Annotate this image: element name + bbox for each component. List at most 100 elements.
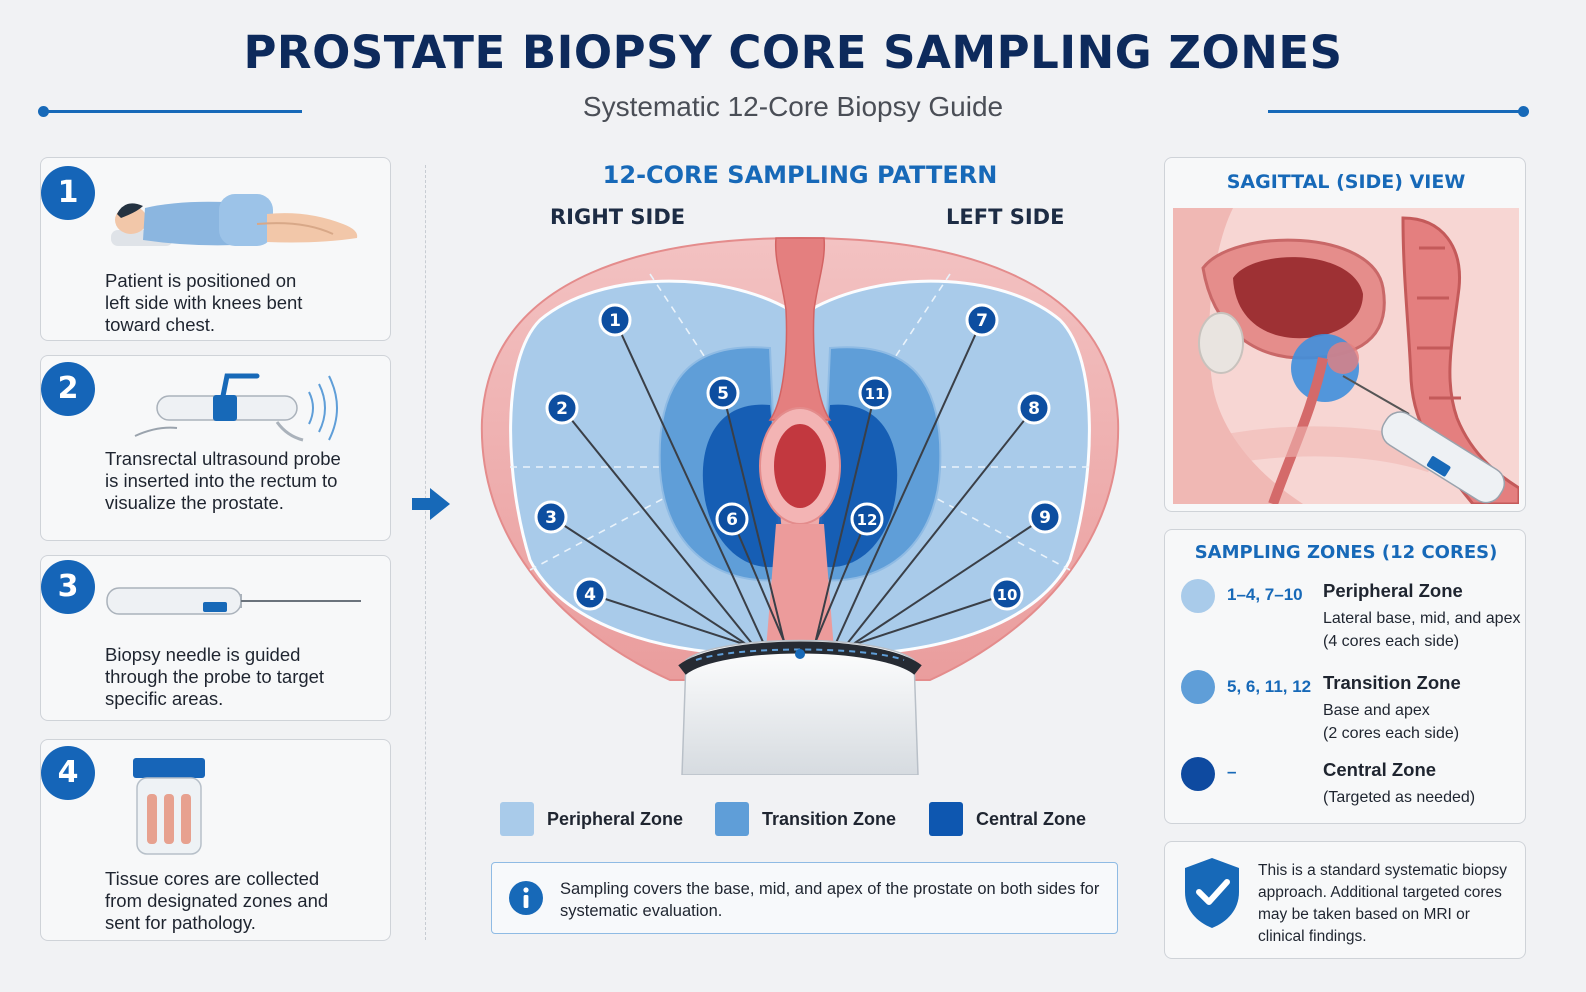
disclaimer-text: This is a standard systematic biopsy app… bbox=[1258, 862, 1507, 945]
needle-track-10 bbox=[836, 593, 1008, 651]
core-number-12: 12 bbox=[857, 511, 878, 529]
core-marker-7: 7 bbox=[965, 303, 999, 337]
legend-label-central: Central Zone bbox=[976, 809, 1087, 829]
step-card-3: 3 Biopsy needle is guided through the pr… bbox=[40, 555, 391, 721]
column-divider bbox=[425, 165, 426, 940]
core-number-8: 8 bbox=[1028, 399, 1040, 419]
core-marker-4: 4 bbox=[573, 577, 607, 611]
step-text: Tissue cores are collected from designat… bbox=[105, 868, 329, 933]
rule-dot-left bbox=[38, 106, 49, 117]
step-text: Biopsy needle is guided through the prob… bbox=[105, 644, 325, 709]
core-number-5: 5 bbox=[717, 384, 729, 404]
needle-track-5 bbox=[722, 392, 788, 651]
core-marker-8: 8 bbox=[1017, 391, 1051, 425]
zone-dot-transition bbox=[1181, 670, 1215, 704]
arrow-right-icon bbox=[412, 488, 450, 520]
zone-desc-peripheral-2: (4 cores each side) bbox=[1323, 633, 1460, 650]
biopsy-needle-icon bbox=[106, 587, 361, 615]
header-rule-left bbox=[44, 110, 302, 113]
page-subtitle: Systematic 12-Core Biopsy Guide bbox=[582, 91, 1004, 122]
header-rule-right bbox=[1268, 110, 1524, 113]
step-text: Transrectal ultrasound probe is inserted… bbox=[105, 448, 341, 513]
step-text: Patient is positioned on left side with … bbox=[105, 270, 303, 335]
step-card-4: 4 Tissue cores are collected from design… bbox=[40, 739, 391, 941]
needle-track-3 bbox=[550, 516, 756, 651]
needle-track-1 bbox=[614, 319, 768, 651]
zone-dot-peripheral bbox=[1181, 579, 1215, 613]
patient-position-icon bbox=[111, 194, 358, 246]
core-number-2: 2 bbox=[556, 399, 568, 419]
needle-track-6 bbox=[731, 518, 789, 651]
zone-name-peripheral: Peripheral Zone bbox=[1323, 580, 1463, 601]
legend-label-transition: Transition Zone bbox=[762, 809, 897, 829]
left-side-label: LEFT SIDE bbox=[946, 205, 1065, 229]
needle-track-8 bbox=[841, 407, 1035, 651]
right-side-label: RIGHT SIDE bbox=[550, 205, 686, 229]
pattern-title: 12-CORE SAMPLING PATTERN bbox=[602, 161, 998, 189]
step-number: 1 bbox=[41, 166, 95, 220]
shield-check-icon bbox=[1185, 858, 1239, 928]
core-marker-12: 12 bbox=[850, 502, 884, 536]
zone-dot-central bbox=[1181, 757, 1215, 791]
needle-track-2 bbox=[561, 407, 758, 651]
probe-origin-dot bbox=[795, 649, 805, 659]
zone-cores-central: – bbox=[1227, 762, 1237, 781]
step-number: 4 bbox=[41, 746, 95, 800]
core-marker-11: 11 bbox=[858, 376, 892, 410]
info-note-box: Sampling covers the base, mid, and apex … bbox=[491, 862, 1118, 934]
needle-track-9 bbox=[843, 516, 1046, 651]
core-marker-1: 1 bbox=[598, 303, 632, 337]
zone-name-transition: Transition Zone bbox=[1323, 672, 1461, 693]
step-number: 3 bbox=[41, 560, 95, 614]
core-number-10: 10 bbox=[997, 586, 1018, 604]
zones-title: SAMPLING ZONES (12 CORES) bbox=[1194, 542, 1498, 563]
legend-label-peripheral: Peripheral Zone bbox=[547, 809, 684, 829]
ultrasound-probe bbox=[681, 639, 919, 775]
ultrasound-probe-icon bbox=[134, 373, 338, 442]
legend-swatch-peripheral bbox=[500, 802, 534, 836]
zone-desc-peripheral-1: Lateral base, mid, and apex bbox=[1323, 610, 1521, 627]
page-title: PROSTATE BIOPSY CORE SAMPLING ZONES bbox=[243, 26, 1343, 79]
sagittal-anatomy-illustration bbox=[1173, 208, 1519, 504]
core-number-1: 1 bbox=[609, 311, 621, 331]
zone-cores-transition: 5, 6, 11, 12 bbox=[1227, 677, 1312, 696]
needle-track-7 bbox=[831, 319, 983, 651]
core-marker-10: 10 bbox=[990, 577, 1024, 611]
needle-track-12 bbox=[811, 518, 868, 651]
zone-desc-transition-2: (2 cores each side) bbox=[1323, 725, 1460, 742]
core-marker-3: 3 bbox=[534, 500, 568, 534]
rule-dot-right bbox=[1518, 106, 1529, 117]
needle-track-11 bbox=[812, 392, 876, 651]
step-card-2: 2 Transrectal ultrasound probe is insert… bbox=[40, 355, 391, 541]
step-card-1: 1 Patient is positioned on left side wit… bbox=[40, 157, 391, 341]
urethra-lumen bbox=[774, 424, 826, 508]
sagittal-title: SAGITTAL (SIDE) VIEW bbox=[1226, 171, 1466, 193]
rectal-wall bbox=[766, 524, 834, 650]
info-icon bbox=[509, 881, 543, 915]
core-number-7: 7 bbox=[976, 311, 988, 331]
core-marker-6: 6 bbox=[715, 502, 749, 536]
disclaimer-card: This is a standard systematic biopsy app… bbox=[1164, 841, 1526, 959]
zone-desc-transition-1: Base and apex bbox=[1323, 702, 1430, 719]
core-number-6: 6 bbox=[726, 510, 738, 530]
core-number-3: 3 bbox=[545, 508, 557, 528]
zone-name-central: Central Zone bbox=[1323, 759, 1437, 780]
needle-track-4 bbox=[589, 593, 763, 651]
zone-cores-peripheral: 1–4, 7–10 bbox=[1227, 585, 1303, 604]
info-note-text: Sampling covers the base, mid, and apex … bbox=[560, 880, 1100, 920]
specimen-jar-icon bbox=[133, 758, 205, 855]
core-marker-2: 2 bbox=[545, 391, 579, 425]
legend-swatch-transition bbox=[715, 802, 749, 836]
core-number-4: 4 bbox=[584, 585, 596, 605]
sampling-zones-card: SAMPLING ZONES (12 CORES) 1–4, 7–10 Peri… bbox=[1164, 529, 1526, 824]
step-number: 2 bbox=[41, 362, 95, 416]
probe-band bbox=[678, 641, 922, 675]
core-number-9: 9 bbox=[1039, 508, 1051, 528]
core-marker-9: 9 bbox=[1028, 500, 1062, 534]
core-marker-5: 5 bbox=[706, 376, 740, 410]
zone-desc-central-1: (Targeted as needed) bbox=[1323, 789, 1476, 806]
core-number-11: 11 bbox=[865, 385, 886, 403]
urethra bbox=[768, 237, 832, 421]
